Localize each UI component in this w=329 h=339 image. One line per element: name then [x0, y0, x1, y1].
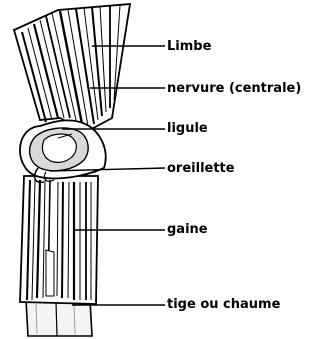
- blade-drawing: [14, 4, 130, 132]
- label-gaine: gaine: [167, 222, 208, 238]
- sheath-drawing: [20, 176, 98, 304]
- label-tige: tige ou chaume: [167, 297, 280, 313]
- label-limbe: Limbe: [167, 39, 211, 55]
- label-nervure: nervure (centrale): [167, 81, 301, 97]
- label-ligule: ligule: [167, 121, 208, 137]
- label-oreillette: oreillette: [167, 161, 235, 177]
